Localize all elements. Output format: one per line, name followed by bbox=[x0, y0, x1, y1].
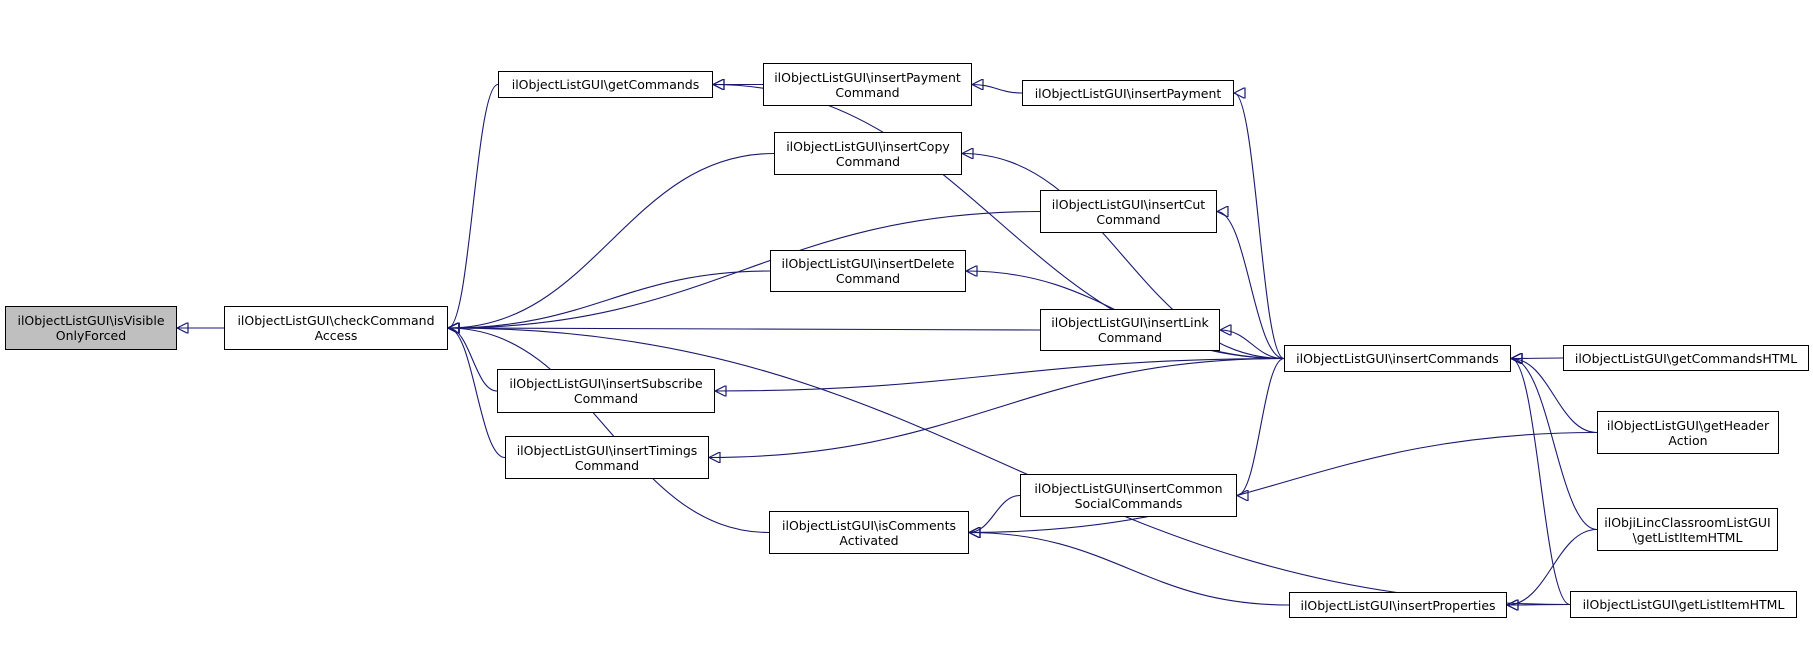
node-is-visible-only-forced: ilObjectListGUI\isVisible OnlyForced bbox=[5, 306, 177, 350]
node-get-list-item-html[interactable]: ilObjectListGUI\getListItemHTML bbox=[1570, 591, 1797, 618]
edge-n13-to-n15 bbox=[969, 431, 1598, 533]
node-get-commands[interactable]: ilObjectListGUI\getCommands bbox=[498, 71, 713, 98]
node-insert-payment[interactable]: ilObjectListGUI\insertPayment bbox=[1022, 80, 1234, 106]
node-insert-copy-command[interactable]: ilObjectListGUI\insertCopy Command bbox=[774, 132, 962, 175]
edge-n16-to-n17 bbox=[1507, 528, 1598, 606]
node-insert-payment-command[interactable]: ilObjectListGUI\insertPayment Command bbox=[763, 63, 972, 106]
node-insert-properties[interactable]: ilObjectListGUI\insertProperties bbox=[1289, 592, 1507, 618]
edge-n2-to-n1 bbox=[448, 83, 499, 329]
edge-n9-to-n11 bbox=[715, 357, 1285, 392]
edge-n6-to-n1 bbox=[448, 210, 1041, 329]
edge-n9-to-n5 bbox=[962, 154, 1285, 360]
node-insert-commands[interactable]: ilObjectListGUI\insertCommands bbox=[1284, 345, 1511, 372]
edge-n9-to-n8 bbox=[1220, 330, 1285, 360]
edge-n5-to-n1 bbox=[448, 152, 775, 329]
node-is-comments-activated[interactable]: ilObjectListGUI\isComments Activated bbox=[769, 511, 969, 554]
edge-n18-to-n1 bbox=[448, 328, 1571, 606]
edge-n18-to-n17 bbox=[1507, 605, 1571, 606]
node-insert-timings-command[interactable]: ilObjectListGUI\insertTimings Command bbox=[505, 436, 709, 479]
edge-n7-to-n1 bbox=[448, 270, 771, 328]
edge-n11-to-n1 bbox=[448, 328, 498, 392]
node-insert-link-command[interactable]: ilObjectListGUI\insertLink Command bbox=[1040, 309, 1220, 351]
edge-n15-to-n1 bbox=[448, 328, 770, 534]
edge-n8-to-n1 bbox=[448, 328, 1041, 330]
edge-n17-to-n15 bbox=[969, 533, 1290, 606]
node-insert-cut-command[interactable]: ilObjectListGUI\insertCut Command bbox=[1040, 190, 1217, 233]
edge-n16-to-n9 bbox=[1511, 359, 1598, 531]
node-get-commands-html[interactable]: ilObjectListGUI\getCommandsHTML bbox=[1563, 345, 1809, 371]
node-ilinc-classroom-get-list-item-html[interactable]: ilObjiLincClassroomListGUI \getListItemH… bbox=[1597, 508, 1778, 551]
node-insert-subscribe-command[interactable]: ilObjectListGUI\insertSubscribe Command bbox=[497, 369, 715, 413]
node-insert-delete-command[interactable]: ilObjectListGUI\insertDelete Command bbox=[770, 250, 966, 292]
edge-n10-to-n9 bbox=[1511, 358, 1564, 359]
edge-n14-to-n15 bbox=[969, 494, 1021, 533]
node-get-header-action[interactable]: ilObjectListGUI\getHeader Action bbox=[1597, 411, 1779, 454]
edge-n13-to-n9 bbox=[1511, 359, 1598, 434]
edge-n9-to-n6 bbox=[1217, 212, 1285, 360]
edge-n9-to-n4 bbox=[1234, 93, 1285, 360]
edge-n4-to-n3 bbox=[972, 85, 1023, 94]
node-check-command-access[interactable]: ilObjectListGUI\checkCommand Access bbox=[224, 306, 448, 350]
edge-n9-to-n12 bbox=[709, 357, 1285, 458]
edge-n9-to-n14 bbox=[1237, 357, 1285, 496]
node-insert-common-social-commands[interactable]: ilObjectListGUI\insertCommon SocialComma… bbox=[1020, 474, 1237, 517]
edge-n18-to-n9 bbox=[1511, 359, 1571, 606]
